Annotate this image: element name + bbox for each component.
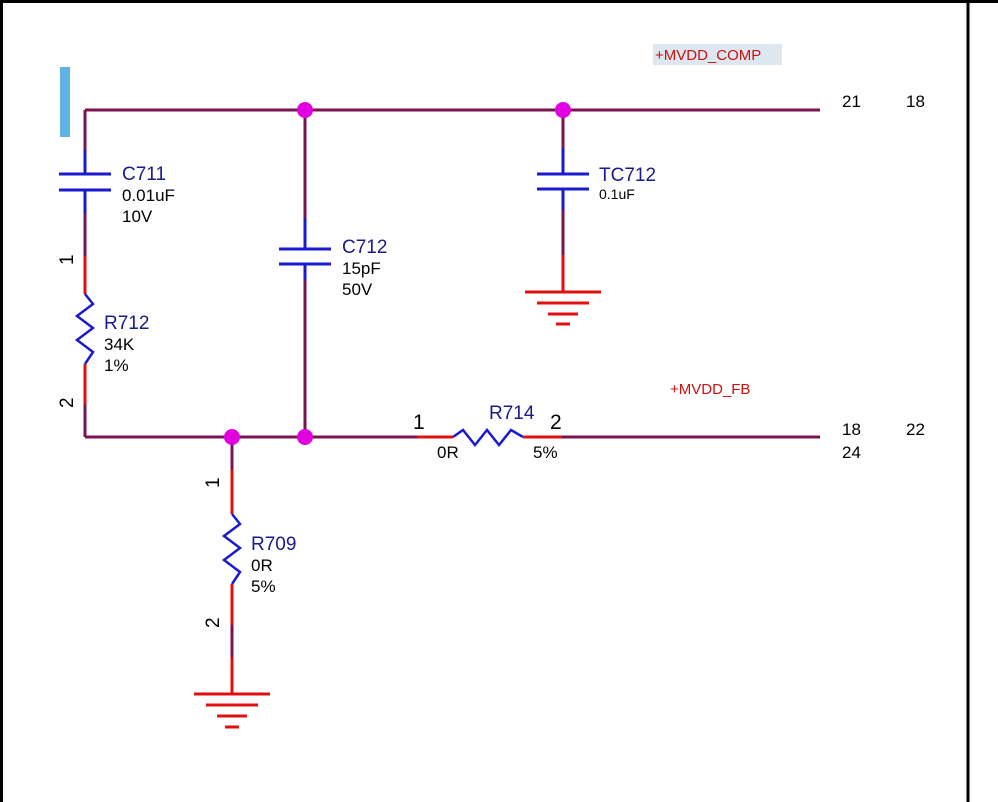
r709-ref: R709: [251, 534, 296, 555]
r714-pin1: 1: [413, 411, 425, 434]
pin-ref-comp-b: 18: [906, 92, 925, 111]
r714-value: 0R: [437, 443, 459, 462]
junction-comp-tc712: [555, 102, 571, 118]
r709-pin2: 2: [203, 617, 224, 628]
r714-body: [452, 427, 524, 448]
pin-ref-comp-a: 21: [842, 92, 861, 111]
r714-tolerance: 5%: [533, 443, 558, 462]
net-label-highlight: [653, 44, 782, 65]
r712-value: 34K: [104, 335, 135, 354]
net-label-mvdd-comp[interactable]: +MVDD_COMP: [653, 44, 782, 65]
tc712-ref: TC712: [599, 165, 656, 186]
resistor-r712[interactable]: 1 2 R712 34K 1%: [57, 254, 149, 408]
r709-value: 0R: [251, 556, 273, 575]
selection-marker: [60, 67, 70, 137]
r714-pin2: 2: [550, 411, 562, 434]
pin-ref-fb-a: 18: [842, 420, 861, 439]
resistor-r714[interactable]: 1 2 R714 0R 5%: [413, 403, 562, 462]
r714-ref: R714: [489, 403, 535, 424]
capacitor-tc712[interactable]: TC712 0.1uF: [537, 148, 656, 210]
pin-ref-fb-c: 24: [842, 443, 861, 462]
c712-rating: 50V: [342, 280, 373, 299]
c711-ref: C711: [122, 164, 166, 185]
r712-ref: R712: [104, 313, 149, 334]
ground-symbol-r709: [194, 657, 270, 729]
r709-body: [221, 513, 243, 585]
r709-tolerance: 5%: [251, 577, 276, 596]
r709-pin1: 1: [203, 477, 224, 488]
pin-ref-fb-b: 22: [906, 420, 925, 439]
c711-rating: 10V: [122, 207, 153, 226]
c712-ref: C712: [342, 237, 387, 258]
r712-pin2: 2: [57, 397, 78, 408]
tc712-value: 0.1uF: [599, 186, 635, 202]
ground-symbol-tc712: [525, 255, 601, 326]
r712-body: [74, 293, 96, 365]
junction-fb-r709: [224, 429, 240, 445]
r712-pin1: 1: [57, 254, 78, 265]
resistor-r709[interactable]: 1 2 R709 0R 5%: [203, 470, 296, 628]
capacitor-c712[interactable]: C712 15pF 50V: [279, 218, 387, 299]
capacitor-c711[interactable]: C711 0.01uF 10V: [59, 150, 175, 226]
junction-comp-c712: [297, 102, 313, 118]
net-label-mvdd-comp-text: +MVDD_COMP: [655, 47, 761, 64]
junctions: [224, 102, 571, 445]
junction-fb-c712: [297, 429, 313, 445]
r712-tolerance: 1%: [104, 356, 129, 375]
c711-value: 0.01uF: [122, 186, 175, 205]
net-label-mvdd-fb[interactable]: +MVDD_FB: [670, 381, 750, 398]
c712-value: 15pF: [342, 259, 381, 278]
